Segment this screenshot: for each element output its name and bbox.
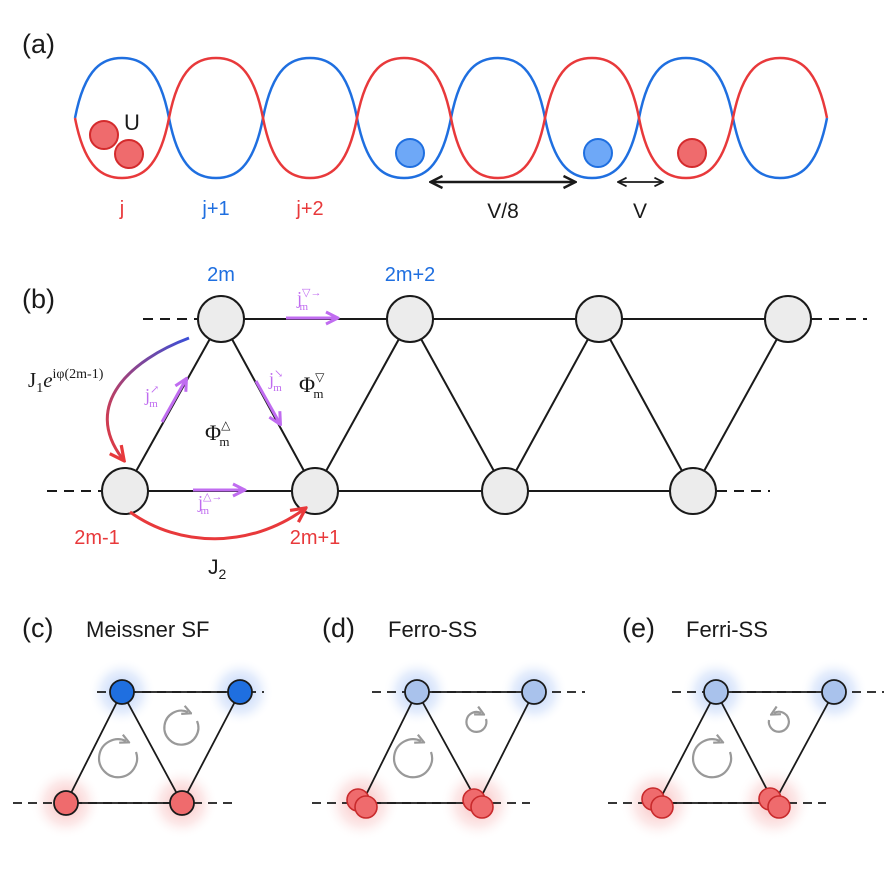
- site-label-j-plus-1: j+1: [201, 198, 229, 220]
- phase-title-ferri-ss: Ferri-SS: [686, 617, 768, 642]
- ferri-ss-cell: [608, 658, 884, 841]
- circulation-icon: [163, 711, 200, 746]
- circulation-icon: [393, 739, 434, 779]
- red-particle: [114, 139, 144, 169]
- ferro-ss-cell: [312, 658, 585, 841]
- phase-title-meissner-sf: Meissner SF: [86, 617, 209, 642]
- current-bottom-label: j△→m: [197, 491, 222, 517]
- current-rising-label: j↗m: [144, 384, 159, 410]
- panel-a-label: (a): [22, 29, 55, 59]
- lattice-site: [669, 467, 717, 515]
- phase-title-ferro-ss: Ferro-SS: [388, 617, 477, 642]
- lattice-sites: [101, 295, 812, 515]
- current-top-label: j▽→m: [296, 287, 321, 313]
- lattice-site: [764, 295, 812, 343]
- site-label-2m-minus-1: 2m-1: [74, 527, 120, 549]
- blue-density-site: [404, 679, 430, 705]
- blue-density-site: [821, 679, 847, 705]
- j2-coupling-label: J2: [208, 556, 227, 582]
- blue-density-site: [227, 679, 253, 705]
- blue-density-site: [521, 679, 547, 705]
- red-density-site: [354, 795, 378, 819]
- circulation-icon: [692, 739, 733, 779]
- j2-hopping-arrow: [129, 510, 303, 541]
- circulation-icon: [465, 712, 488, 733]
- site-label-2m: 2m: [207, 264, 235, 286]
- site-label-j: j: [119, 198, 124, 220]
- blue-particle: [583, 138, 613, 168]
- circulation-icon: [98, 739, 139, 779]
- red-particle: [89, 120, 119, 150]
- red-density-site: [169, 790, 195, 816]
- blue-density-site: [109, 679, 135, 705]
- interaction-u-label: U: [124, 110, 140, 135]
- panel-d-label: (d): [322, 613, 355, 643]
- lattice-site: [481, 467, 529, 515]
- current-falling-rung-arrow: [254, 380, 279, 422]
- panel-c-label: (c): [22, 613, 53, 643]
- panel-b-label: (b): [22, 284, 55, 314]
- lattice-site: [197, 295, 245, 343]
- red-density-site: [650, 795, 674, 819]
- blue-particle: [395, 138, 425, 168]
- red-density-site: [767, 795, 791, 819]
- current-rising-rung-arrow: [160, 381, 185, 423]
- long-range-v8-label: V/8: [487, 200, 519, 223]
- j1-hopping-arrow: [105, 336, 190, 458]
- site-label-2m-plus-1: 2m+1: [290, 527, 341, 549]
- red-particle: [677, 138, 707, 168]
- lattice-site: [575, 295, 623, 343]
- circulation-icon: [767, 712, 790, 733]
- flux-down-triangle-label: Φ▽m: [299, 370, 325, 401]
- lattice-site: [386, 295, 434, 343]
- lattice-site: [291, 467, 339, 515]
- flux-up-triangle-label: Φ△m: [205, 418, 231, 449]
- red-density-site: [470, 795, 494, 819]
- red-density-site: [53, 790, 79, 816]
- blue-density-site: [703, 679, 729, 705]
- lattice-site: [101, 467, 149, 515]
- panel-e-label: (e): [622, 613, 655, 643]
- current-falling-label: j↘m: [268, 368, 283, 394]
- site-label-j-plus-2: j+2: [295, 198, 323, 220]
- red-potential-wave: [73, 56, 829, 180]
- site-label-2m-plus-2: 2m+2: [385, 264, 436, 286]
- nearest-v-label: V: [633, 200, 647, 223]
- meissner-sf-cell: [13, 658, 274, 839]
- j1-coupling-label: J1eiφ(2m-1): [28, 367, 104, 396]
